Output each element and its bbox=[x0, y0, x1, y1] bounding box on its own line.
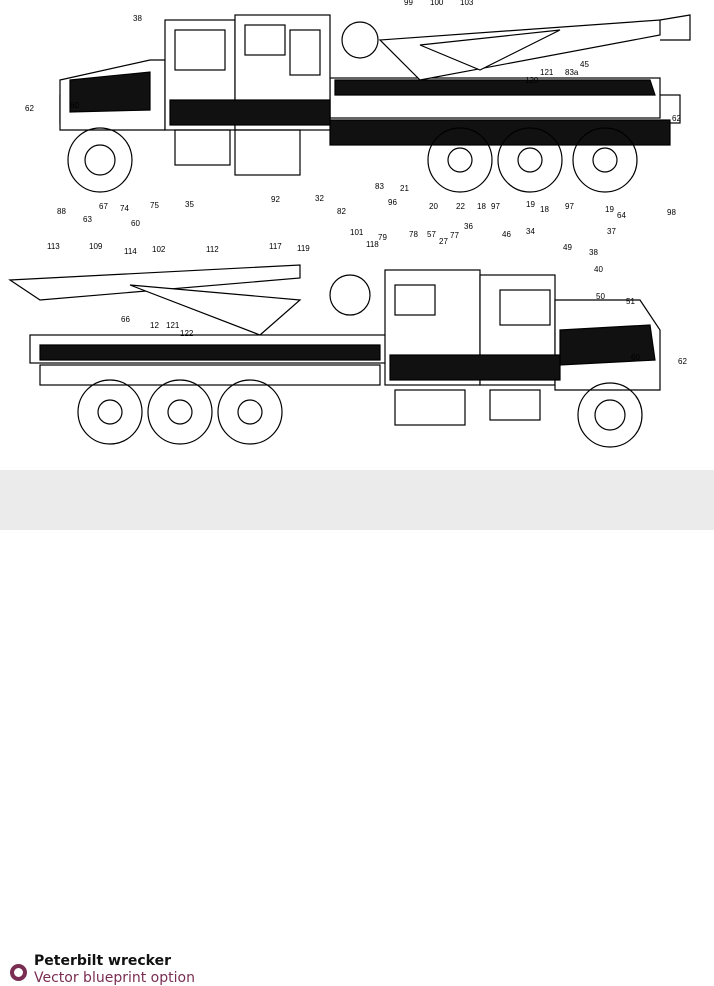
callout-label: 88 bbox=[57, 207, 66, 216]
callout-label: 66 bbox=[121, 315, 130, 324]
callout-label: 119 bbox=[297, 244, 310, 253]
callout-label: 38 bbox=[589, 248, 598, 257]
callout-label: 96 bbox=[388, 198, 397, 207]
callout-label: 49 bbox=[563, 243, 572, 252]
callout-label: 62 bbox=[672, 114, 681, 123]
callout-label: 35 bbox=[185, 200, 194, 209]
callout-label: 67 bbox=[99, 202, 108, 211]
callout-label: 36 bbox=[464, 222, 473, 231]
top-truck-view bbox=[59, 14, 691, 193]
callout-label: 74 bbox=[120, 204, 129, 213]
callout-label: 122 bbox=[180, 329, 194, 338]
callout-label: 50 bbox=[596, 292, 605, 301]
callout-label: 60 bbox=[631, 353, 640, 362]
callout-label: 21 bbox=[400, 184, 409, 193]
callout-label: 38 bbox=[133, 14, 142, 23]
callout-label: 113 bbox=[47, 242, 60, 251]
callout-label: 40 bbox=[594, 265, 603, 274]
callout-label: 60 bbox=[131, 219, 140, 228]
callout-label: 114 bbox=[124, 247, 137, 256]
callout-label: 34 bbox=[526, 227, 535, 236]
bottom-truck-view bbox=[8, 264, 661, 448]
callout-label: 101 bbox=[350, 228, 364, 237]
radio-option-icon[interactable] bbox=[10, 964, 27, 981]
callout-label: 12 bbox=[150, 321, 159, 330]
callout-label: 51 bbox=[626, 297, 635, 306]
callout-label: 92 bbox=[271, 195, 280, 204]
callout-label: 82 bbox=[337, 207, 346, 216]
callout-label: 45 bbox=[580, 60, 589, 69]
top-wheels bbox=[67, 127, 638, 193]
callout-label: 83a bbox=[565, 68, 579, 77]
caption-subtitle: Vector blueprint option bbox=[34, 970, 195, 986]
callout-label: 22 bbox=[456, 202, 465, 211]
callout-label: 27 bbox=[439, 237, 448, 246]
callout-label: 121 bbox=[166, 321, 180, 330]
callout-label: 19 bbox=[605, 205, 614, 214]
callout-label: 77 bbox=[450, 231, 459, 240]
callout-label: 121 bbox=[540, 68, 554, 77]
caption-title: Peterbilt wrecker bbox=[34, 953, 171, 969]
callout-label: 37 bbox=[607, 227, 616, 236]
callout-label: 75 bbox=[150, 201, 159, 210]
callout-label: 62 bbox=[678, 357, 687, 366]
callout-label: 64 bbox=[617, 211, 626, 220]
callout-label: 117 bbox=[269, 242, 282, 251]
callout-label: 99 bbox=[404, 0, 413, 7]
callout-label: 97 bbox=[491, 202, 500, 211]
callout-label: 18 bbox=[540, 205, 549, 214]
callout-label: 103 bbox=[460, 0, 474, 7]
callout-label: 62 bbox=[25, 104, 34, 113]
caption-bar: Peterbilt wrecker Vector blueprint optio… bbox=[0, 470, 714, 986]
callout-label: 83 bbox=[375, 182, 384, 191]
callout-label: 97 bbox=[565, 202, 574, 211]
callout-label: 78 bbox=[409, 230, 418, 239]
callout-label: 60 bbox=[70, 101, 79, 110]
callout-label: 57 bbox=[427, 230, 436, 239]
callout-label: 120 bbox=[525, 76, 539, 85]
callout-label: 79 bbox=[378, 233, 387, 242]
callout-label: 100 bbox=[430, 0, 444, 7]
callout-label: 63 bbox=[83, 215, 92, 224]
callout-label: 18 bbox=[477, 202, 486, 211]
bottom-wheels bbox=[77, 379, 643, 448]
callout-label: 109 bbox=[89, 242, 103, 251]
callout-label: 118 bbox=[366, 240, 379, 249]
callout-label: 46 bbox=[502, 230, 511, 239]
callout-label: 19 bbox=[526, 200, 535, 209]
callout-label: 98 bbox=[667, 208, 676, 217]
callout-label: 112 bbox=[206, 245, 219, 254]
callout-label: 32 bbox=[315, 194, 324, 203]
callout-label: 20 bbox=[429, 202, 438, 211]
callout-label: 102 bbox=[152, 245, 166, 254]
